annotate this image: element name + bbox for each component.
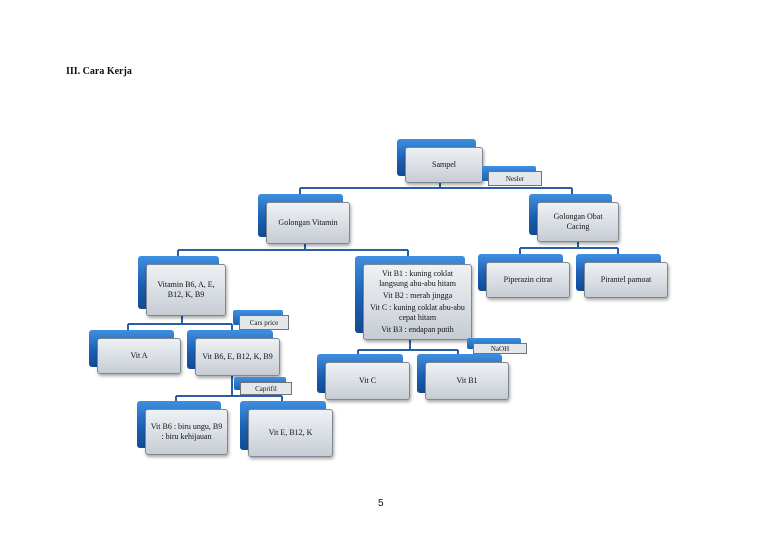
- tag-naoh-label: NaOH: [473, 343, 527, 354]
- node-sampel-label: Sampel: [405, 147, 483, 183]
- node-vit-a-label: Vit A: [97, 338, 181, 374]
- node-vitamin-group: Vitamin B6, A, E, B12, K, B9: [138, 256, 226, 316]
- node-vit-b6-result-label: Vit B6 : biru ungu, B9 : biru kehijauan: [145, 409, 228, 455]
- tag-caprifil-label: Caprifil: [240, 382, 292, 395]
- node-vit-b-results-box: Vit B1 : kuning coklat langsung abu-abu …: [363, 264, 472, 340]
- node-vit-e-group: Vit E, B12, K: [240, 401, 333, 457]
- node-vit-c-label: Vit C: [325, 362, 410, 400]
- node-golongan-obat-cacing-label: Golongan Obat Cacing: [537, 202, 619, 242]
- node-golongan-vitamin: Golongan Vitamin: [258, 194, 350, 244]
- section-heading: III. Cara Kerja: [66, 66, 132, 77]
- result-line-b3: Vit B3 : endapan putih: [381, 325, 454, 334]
- node-vit-c: Vit C: [317, 354, 410, 400]
- node-piperazin-label: Piperazin citrat: [486, 262, 570, 298]
- node-golongan-vitamin-label: Golongan Vitamin: [266, 202, 350, 244]
- node-pirantel: Pirantel pamoat: [576, 254, 668, 298]
- node-vit-b1-label: Vit B1: [425, 362, 509, 400]
- node-piperazin: Piperazin citrat: [478, 254, 570, 298]
- tag-cars-price: Cars price: [233, 310, 289, 330]
- result-line-b1: Vit B1 : kuning coklat langsung abu-abu …: [379, 269, 456, 288]
- node-pirantel-label: Pirantel pamoat: [584, 262, 668, 298]
- node-vit-b6-group-label: Vit B6, E, B12, K, B9: [195, 338, 280, 376]
- page-number: 5: [378, 498, 384, 509]
- tag-cars-price-label: Cars price: [239, 315, 289, 330]
- tag-caprifil: Caprifil: [234, 377, 292, 395]
- node-vit-b6-result: Vit B6 : biru ungu, B9 : biru kehijauan: [137, 401, 228, 455]
- node-vitamin-group-label: Vitamin B6, A, E, B12, K, B9: [146, 264, 226, 316]
- result-line-b2: Vit B2 : merah jingga: [382, 291, 453, 300]
- tag-naoh: NaOH: [467, 338, 527, 354]
- node-golongan-obat-cacing: Golongan Obat Cacing: [529, 194, 619, 242]
- node-vit-e-group-label: Vit E, B12, K: [248, 409, 333, 457]
- node-vit-b-results: Vit B1 : kuning coklat langsung abu-abu …: [355, 256, 472, 340]
- node-vit-b6-group: Vit B6, E, B12, K, B9: [187, 330, 280, 376]
- result-line-c: Vit C : kuning coklat abu-abu cepat hita…: [370, 303, 465, 322]
- node-sampel: Sampel: [397, 139, 483, 183]
- tag-nesler: Nesler: [482, 166, 542, 186]
- node-vit-a: Vit A: [89, 330, 181, 374]
- tag-nesler-label: Nesler: [488, 171, 542, 186]
- node-vit-b1: Vit B1: [417, 354, 509, 400]
